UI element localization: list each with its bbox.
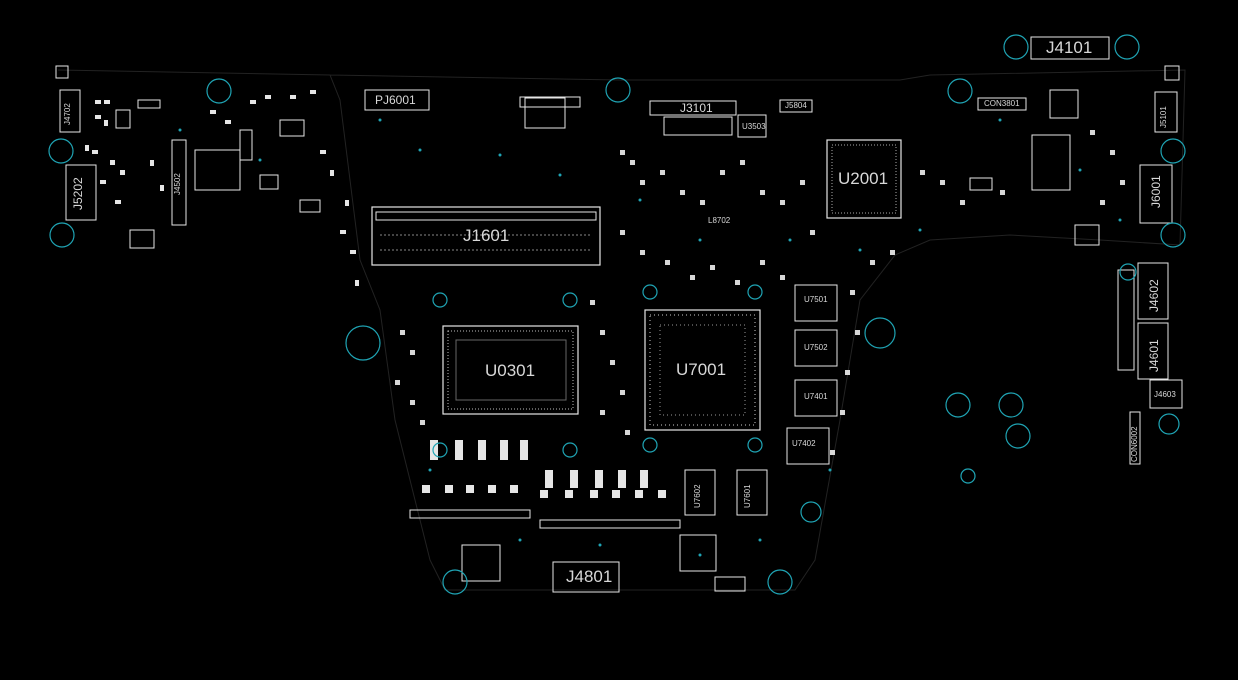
label-u2001: U2001: [838, 169, 889, 188]
label-j5804: J5804: [785, 101, 807, 110]
label-u7401: U7401: [804, 392, 828, 401]
bottom-component-row: [422, 440, 666, 498]
left-component-cluster: [55, 65, 321, 249]
right-side-connectors: [1117, 262, 1183, 465]
label-j4601: J4601: [1147, 339, 1161, 372]
label-con6002: CON6002: [1130, 426, 1139, 462]
label-j6001: J6001: [1149, 175, 1163, 208]
mounting-holes: [48, 34, 1186, 595]
label-j4801: J4801: [566, 567, 613, 586]
u2001-chip: [826, 139, 902, 219]
label-u7501: U7501: [804, 295, 828, 304]
label-u7402: U7402: [792, 439, 816, 448]
label-u7602: U7602: [693, 484, 702, 508]
label-u7601: U7601: [743, 484, 752, 508]
label-j4502: J4502: [173, 173, 182, 195]
label-u7502: U7502: [804, 343, 828, 352]
label-j1601: J1601: [463, 226, 510, 245]
top-connectors: [519, 96, 813, 138]
label-j5202: J5202: [71, 177, 85, 210]
board-outline: [57, 69, 1186, 591]
label-con3801: CON3801: [984, 99, 1020, 108]
label-u7001: U7001: [676, 360, 727, 379]
vias: [178, 118, 1122, 557]
label-j5101: J5101: [1159, 106, 1168, 128]
label-j3101: J3101: [680, 101, 713, 115]
left-pads: [85, 90, 359, 286]
label-l8702: L8702: [708, 216, 731, 225]
memory-chips: [684, 284, 838, 516]
right-top-cluster: [969, 36, 1180, 246]
label-u3503: U3503: [742, 122, 766, 131]
pj6001-outline: [364, 89, 430, 111]
middle-components: [395, 130, 1125, 455]
label-pj6001: PJ6001: [375, 93, 416, 107]
u0301-chip: [442, 325, 579, 415]
label-u0301: U0301: [485, 361, 536, 380]
j1601-connector: [371, 206, 601, 266]
u7001-chip: [644, 309, 761, 431]
label-j4603: J4603: [1154, 390, 1176, 399]
label-j4101: J4101: [1046, 38, 1093, 57]
bottom-cluster: [409, 509, 746, 593]
label-j4702: J4702: [63, 103, 72, 125]
label-j4602: J4602: [1147, 279, 1161, 312]
